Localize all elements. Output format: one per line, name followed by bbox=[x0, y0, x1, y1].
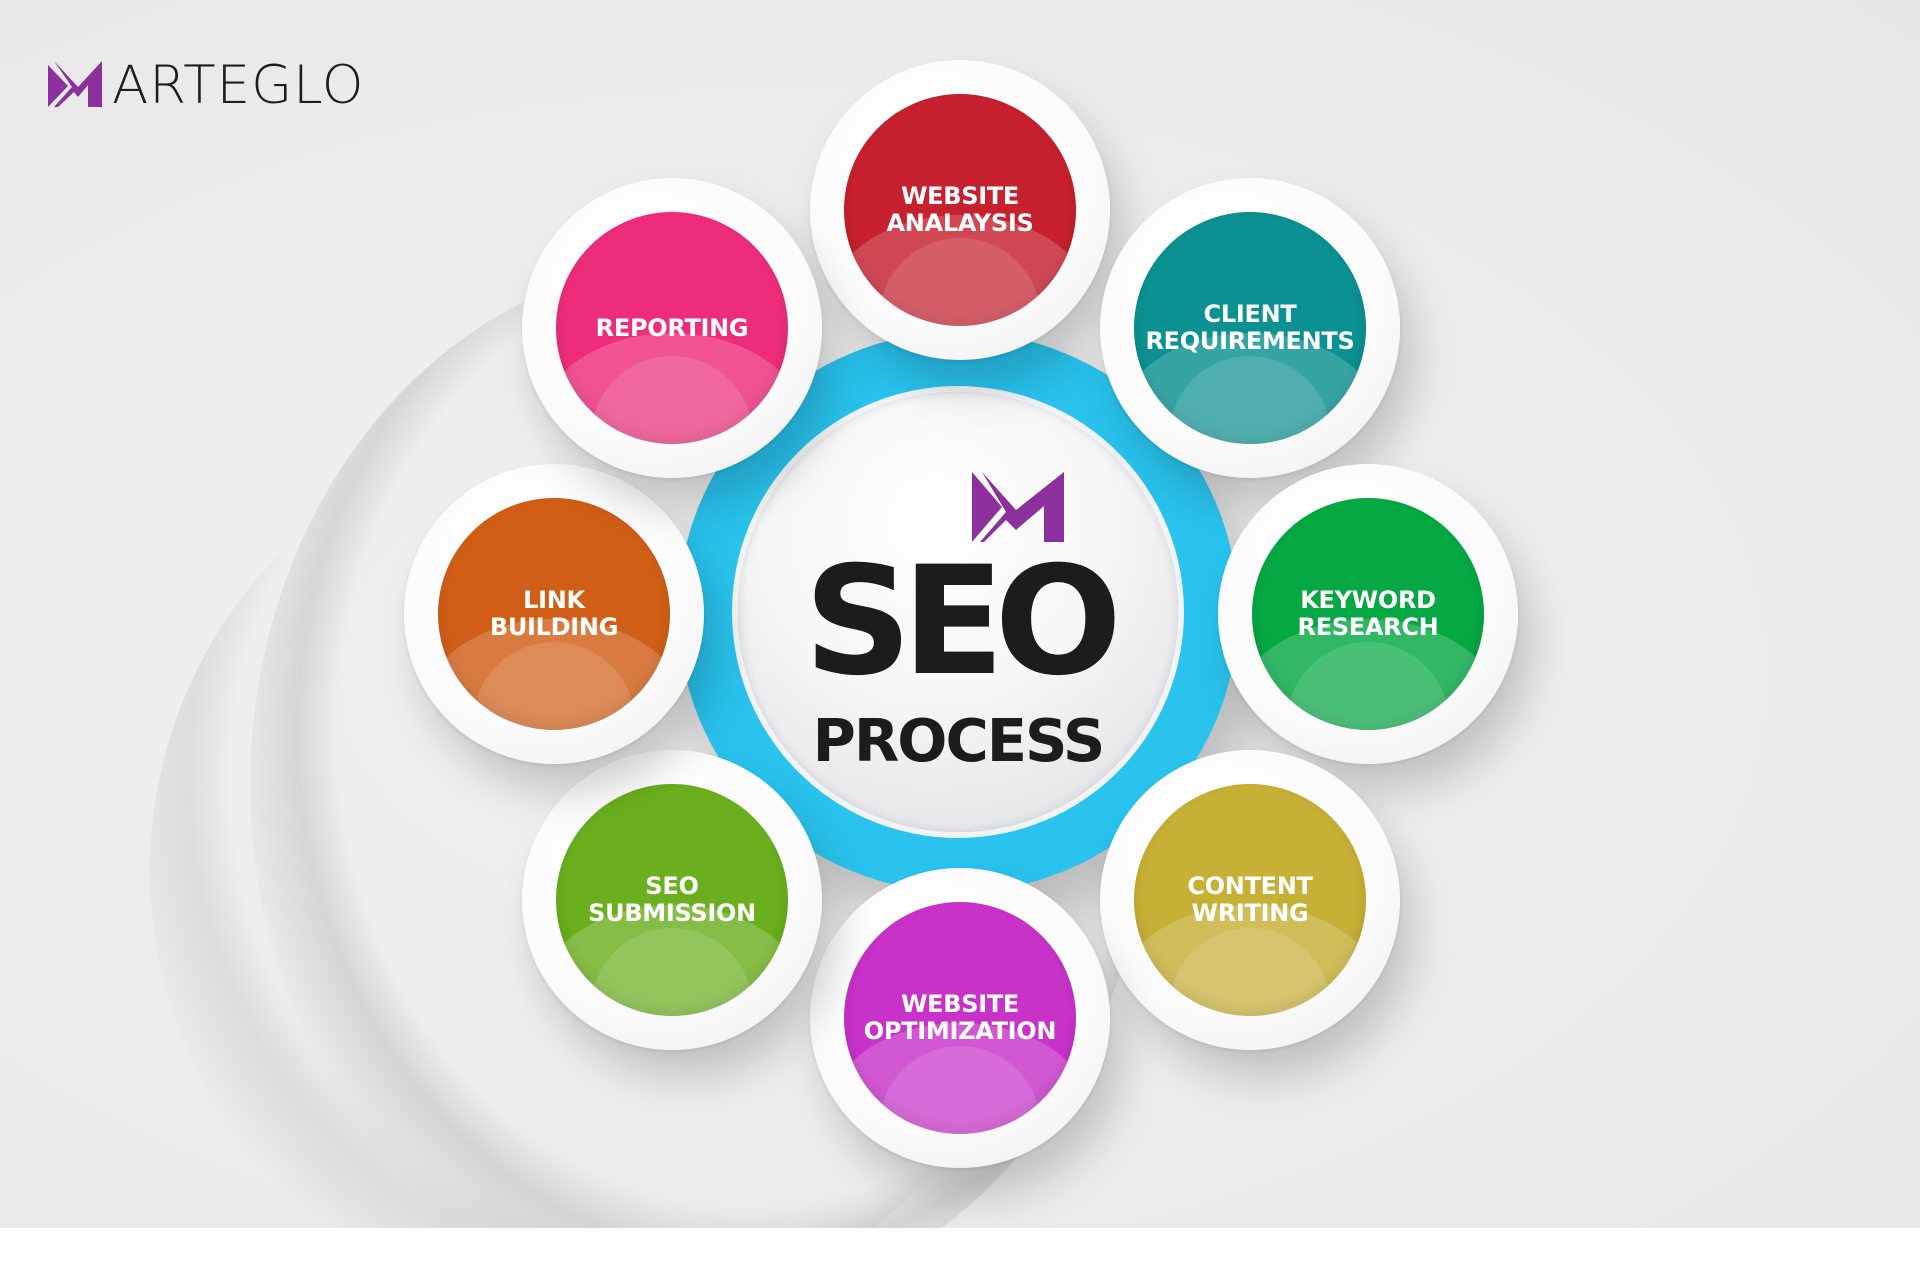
step-node-website-optimization: WEBSITE OPTIMIZATION bbox=[810, 868, 1110, 1168]
brand-mark-icon bbox=[48, 61, 102, 107]
step-disc: CONTENT WRITING bbox=[1134, 784, 1366, 1016]
hub-brand-mark-icon bbox=[972, 472, 1064, 542]
step-label: WEBSITE OPTIMIZATION bbox=[863, 990, 1057, 1045]
step-label: SEO SUBMISSION bbox=[588, 872, 756, 927]
brand-name-text: ARTEGLO bbox=[112, 55, 365, 116]
step-label: REPORTING bbox=[595, 313, 749, 342]
step-disc: CLIENT REQUIREMENTS bbox=[1134, 212, 1366, 444]
hub-core: SEO PROCESS bbox=[738, 392, 1178, 832]
step-node-link-building: LINK BUILDING bbox=[404, 464, 704, 764]
step-label: LINK BUILDING bbox=[489, 586, 619, 641]
infographic-canvas: ARTEGLO SEO PROCESS WEBSITE ANALAYSIS CLI… bbox=[0, 0, 1920, 1228]
step-label: KEYWORD RESEARCH bbox=[1297, 586, 1439, 641]
step-node-keyword-research: KEYWORD RESEARCH bbox=[1218, 464, 1518, 764]
hub-title: SEO bbox=[803, 535, 1122, 709]
step-label: CONTENT WRITING bbox=[1187, 872, 1313, 927]
step-disc: WEBSITE ANALAYSIS bbox=[844, 94, 1076, 326]
brand-logo: ARTEGLO bbox=[48, 58, 365, 114]
seo-process-diagram: SEO PROCESS WEBSITE ANALAYSIS CLIENT REQU… bbox=[404, 60, 1518, 1168]
step-label: CLIENT REQUIREMENTS bbox=[1145, 300, 1355, 355]
step-disc: LINK BUILDING bbox=[438, 498, 670, 730]
step-disc: REPORTING bbox=[556, 212, 788, 444]
hub-subtitle: PROCESS bbox=[812, 706, 1106, 775]
step-node-seo-submission: SEO SUBMISSION bbox=[522, 750, 822, 1050]
step-disc: WEBSITE OPTIMIZATION bbox=[844, 902, 1076, 1134]
step-node-client-requirements: CLIENT REQUIREMENTS bbox=[1100, 178, 1400, 478]
step-disc: KEYWORD RESEARCH bbox=[1252, 498, 1484, 730]
footer-strip bbox=[0, 1228, 1920, 1266]
step-node-website-analaysis: WEBSITE ANALAYSIS bbox=[810, 60, 1110, 360]
step-node-reporting: REPORTING bbox=[522, 178, 822, 478]
step-node-content-writing: CONTENT WRITING bbox=[1100, 750, 1400, 1050]
step-disc: SEO SUBMISSION bbox=[556, 784, 788, 1016]
step-label: WEBSITE ANALAYSIS bbox=[886, 182, 1034, 237]
